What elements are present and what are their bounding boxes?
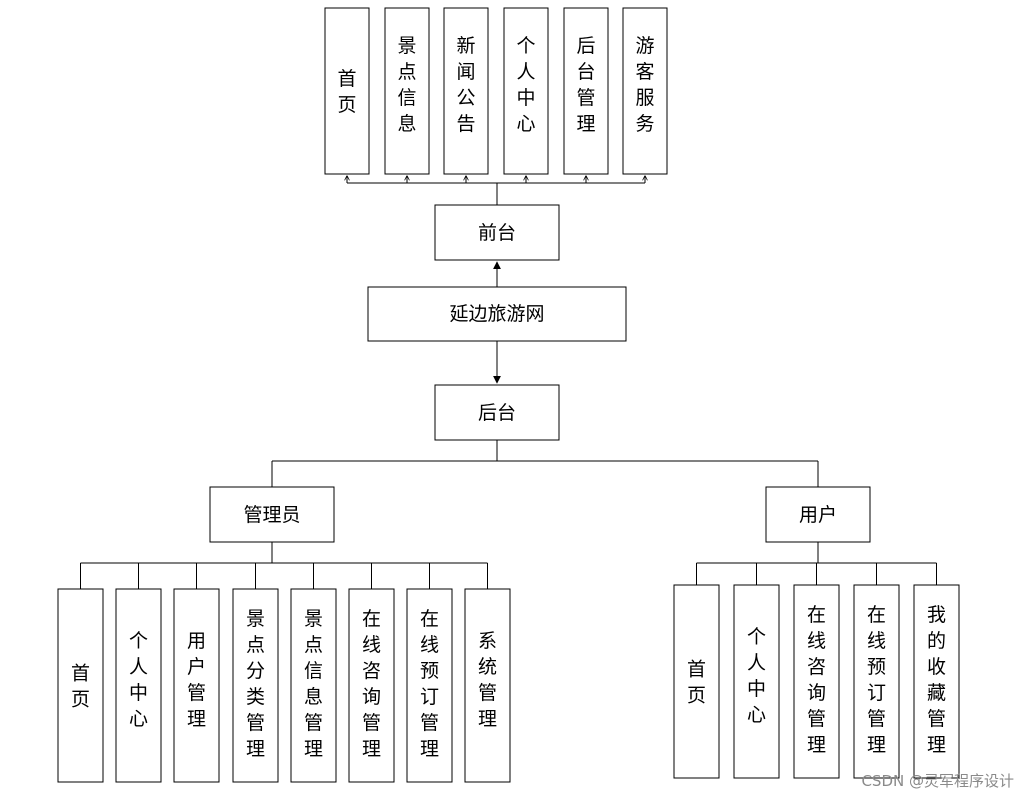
admin-module-5: 景点信息管理 [290,588,337,783]
front-module-2: 景点信息 [384,7,430,175]
watermark: CSDN @灵军程序设计 [861,772,1014,790]
admin-module-6: 在线咨询管理 [348,588,395,783]
user-module-group: 首页 个人中心 在线咨询管理 在线预订管理 我的收藏管理 [673,584,960,779]
admin-module-2-label: 个人中心 [129,630,148,730]
admin-module-1-label: 首页 [71,663,90,711]
front-module-3: 新闻公告 [443,7,489,175]
front-module-1-label: 首页 [337,68,356,116]
user-module-4-label: 在线预订管理 [867,604,886,756]
front-module-6: 游客服务 [622,7,668,175]
user-node: 用户 [765,486,871,543]
admin-module-8-label: 系统管理 [478,630,497,730]
front-module-4: 个人中心 [503,7,549,175]
front-node: 前台 [434,204,560,261]
user-module-2: 个人中心 [733,584,780,779]
admin-node: 管理员 [209,486,335,543]
user-module-2-label: 个人中心 [747,626,766,726]
admin-module-group: 首页 个人中心 用户管理 景点分类管理 景点信息管理 在线咨询管理 在线预订管理 系统管理 [57,588,511,783]
user-module-1-label: 首页 [687,659,706,707]
front-module-2-label: 景点信息 [397,35,416,135]
user-label: 用户 [799,504,837,526]
root-label: 延边旅游网 [449,303,544,325]
front-module-3-label: 新闻公告 [456,35,475,135]
front-label: 前台 [478,222,516,244]
admin-module-7: 在线预订管理 [406,588,453,783]
back-label: 后台 [478,402,516,424]
admin-module-3: 用户管理 [173,588,220,783]
user-module-5: 我的收藏管理 [913,584,960,779]
user-module-3: 在线咨询管理 [793,584,840,779]
front-module-4-label: 个人中心 [516,35,535,135]
user-module-1: 首页 [673,584,720,779]
user-module-4: 在线预订管理 [853,584,900,779]
front-module-5-label: 后台管理 [576,35,595,135]
user-module-5-label: 我的收藏管理 [927,604,946,756]
admin-module-8: 系统管理 [464,588,511,783]
admin-module-5-label: 景点信息管理 [304,608,323,760]
admin-module-6-label: 在线咨询管理 [362,608,381,760]
front-module-1: 首页 [324,7,370,175]
root-node: 延边旅游网 [367,286,627,342]
back-node: 后台 [434,384,560,441]
front-module-5: 后台管理 [563,7,609,175]
admin-module-1: 首页 [57,588,104,783]
admin-module-2: 个人中心 [115,588,162,783]
front-module-6-label: 游客服务 [635,35,654,135]
user-module-3-label: 在线咨询管理 [807,604,826,756]
admin-module-4: 景点分类管理 [232,588,279,783]
admin-module-4-label: 景点分类管理 [246,608,265,760]
admin-label: 管理员 [243,504,300,526]
admin-module-7-label: 在线预订管理 [420,608,439,760]
front-module-group: 首页 景点信息 新闻公告 个人中心 后台管理 游客服务 [324,7,668,175]
admin-module-3-label: 用户管理 [187,630,206,730]
connectors [80,176,937,589]
